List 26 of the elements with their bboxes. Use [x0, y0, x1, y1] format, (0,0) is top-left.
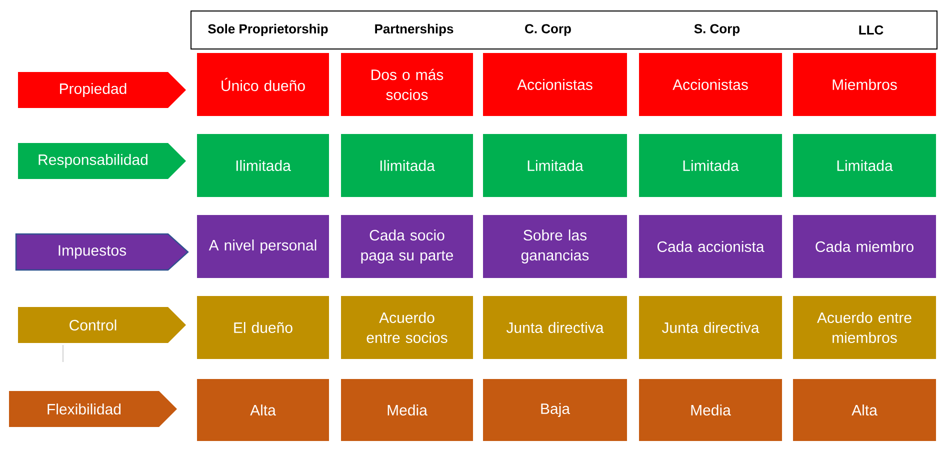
table-cell: Ilimitada — [197, 134, 329, 197]
header-band: Sole Proprietorship Partnerships C. Corp S. Corp LLC — [190, 10, 938, 50]
table-cell: Cada accionista — [639, 215, 782, 278]
table-cell: Junta directiva — [639, 296, 782, 359]
table-cell: Cada miembro — [793, 215, 936, 278]
table-cell: Baja — [483, 379, 627, 441]
table-cell: A nivel personal — [197, 215, 329, 278]
table-cell: Junta directiva — [483, 296, 627, 359]
table-cell: Accionistas — [483, 53, 627, 116]
table-cell: Cada socio paga su parte — [341, 215, 473, 278]
table-cell: Acuerdo entre socios — [341, 296, 473, 359]
table-cell: Limitada — [483, 134, 627, 197]
table-cell: Limitada — [639, 134, 782, 197]
table-cell: Accionistas — [639, 53, 782, 116]
table-cell: Dos o más socios — [341, 53, 473, 116]
table-cell: Limitada — [793, 134, 936, 197]
table-cell: Alta — [793, 379, 936, 441]
table-cell: Único dueño — [197, 53, 329, 116]
table-cell: El dueño — [197, 296, 329, 359]
table-cell: Sobre las ganancias — [483, 215, 627, 278]
table-cell: Ilimitada — [341, 134, 473, 197]
table-cell: Acuerdo entre miembros — [793, 296, 936, 359]
table-cell: Media — [639, 379, 782, 441]
table-cell: Miembros — [793, 53, 936, 116]
table-cell: Alta — [197, 379, 329, 441]
table-cell: Media — [341, 379, 473, 441]
